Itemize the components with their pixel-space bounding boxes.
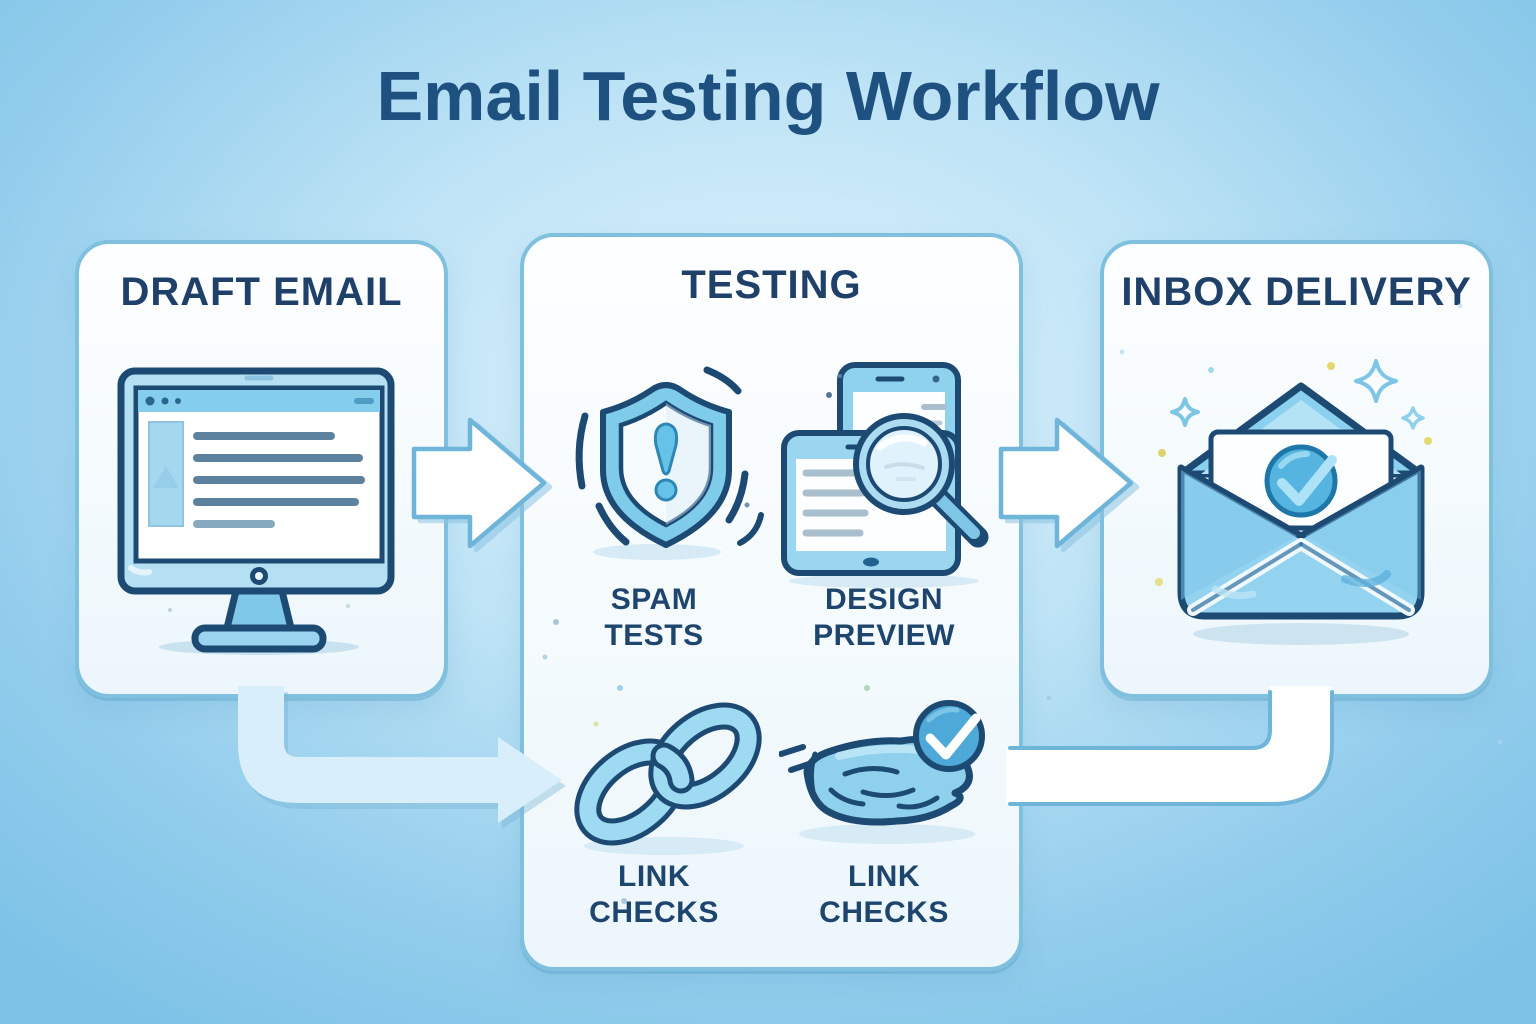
pipe-link-checks-to-inbox — [1006, 686, 1334, 806]
spam-shield-icon — [575, 366, 764, 560]
card-draft-email: DRAFT EMAIL — [75, 240, 448, 698]
envelope-check-icon — [1155, 359, 1432, 645]
label-link-checks-1: LINK CHECKS — [589, 860, 719, 929]
label-link-checks-2: LINK CHECKS — [819, 860, 949, 929]
link-chain-icon — [574, 702, 762, 855]
sparkle-icons — [1155, 359, 1432, 586]
hand-check-icon — [779, 700, 985, 844]
label-design-preview: DESIGN PREVIEW — [813, 583, 955, 652]
page-title: Email Testing Workflow — [376, 57, 1160, 135]
card-inbox-delivery-header: INBOX DELIVERY — [1121, 270, 1472, 314]
card-inbox-delivery: INBOX DELIVERY — [1100, 240, 1493, 698]
card-testing: TESTING — [520, 233, 1023, 971]
card-draft-email-header: DRAFT EMAIL — [120, 270, 403, 314]
label-spam-tests: SPAM TESTS — [604, 583, 704, 652]
arrow-draft-to-link-checks-curved-arrow — [238, 686, 562, 823]
card-testing-header: TESTING — [681, 263, 862, 307]
draft-monitor-icon — [117, 367, 395, 655]
design-preview-magnifier-icon — [781, 362, 989, 588]
